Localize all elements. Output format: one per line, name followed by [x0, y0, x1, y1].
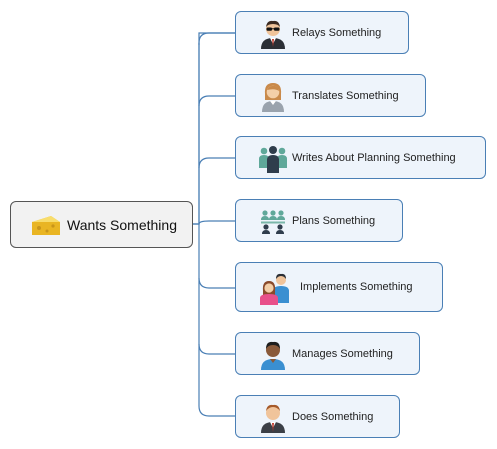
root-node[interactable]: Wants Something [10, 201, 193, 248]
man-tie-icon [258, 401, 288, 433]
node-relays-something[interactable]: Relays Something [235, 11, 409, 54]
node-label: Relays Something [292, 26, 382, 39]
node-label: Writes About Planning Something [292, 151, 456, 164]
couple-icon [258, 269, 292, 305]
team-meeting-icon [258, 205, 288, 237]
node-translates-something[interactable]: Translates Something [235, 74, 426, 117]
connector-plans [193, 220, 235, 225]
connector-does [198, 405, 235, 417]
group-people-icon [258, 142, 288, 174]
node-label: Does Something [292, 410, 374, 423]
node-manages-something[interactable]: Manages Something [235, 332, 420, 375]
man-dark-icon [258, 338, 288, 370]
root-label: Wants Something [67, 216, 177, 233]
connector-relays [198, 32, 235, 45]
node-writes-about-planning-something[interactable]: Writes About Planning Something [235, 136, 486, 179]
connector-writes [198, 157, 235, 169]
node-label: Translates Something [292, 89, 399, 102]
node-label: Implements Something [300, 281, 413, 293]
man-sunglasses-icon [258, 17, 288, 49]
node-label: Plans Something [292, 214, 376, 227]
node-label: Manages Something [292, 347, 393, 360]
cheese-icon [31, 214, 61, 236]
connector-implements [198, 277, 235, 289]
connector-translates [198, 95, 235, 107]
connector-manages [198, 343, 235, 355]
woman-icon [258, 80, 288, 112]
node-implements-something[interactable]: Implements Something [235, 262, 443, 312]
node-does-something[interactable]: Does Something [235, 395, 400, 438]
node-plans-something[interactable]: Plans Something [235, 199, 403, 242]
